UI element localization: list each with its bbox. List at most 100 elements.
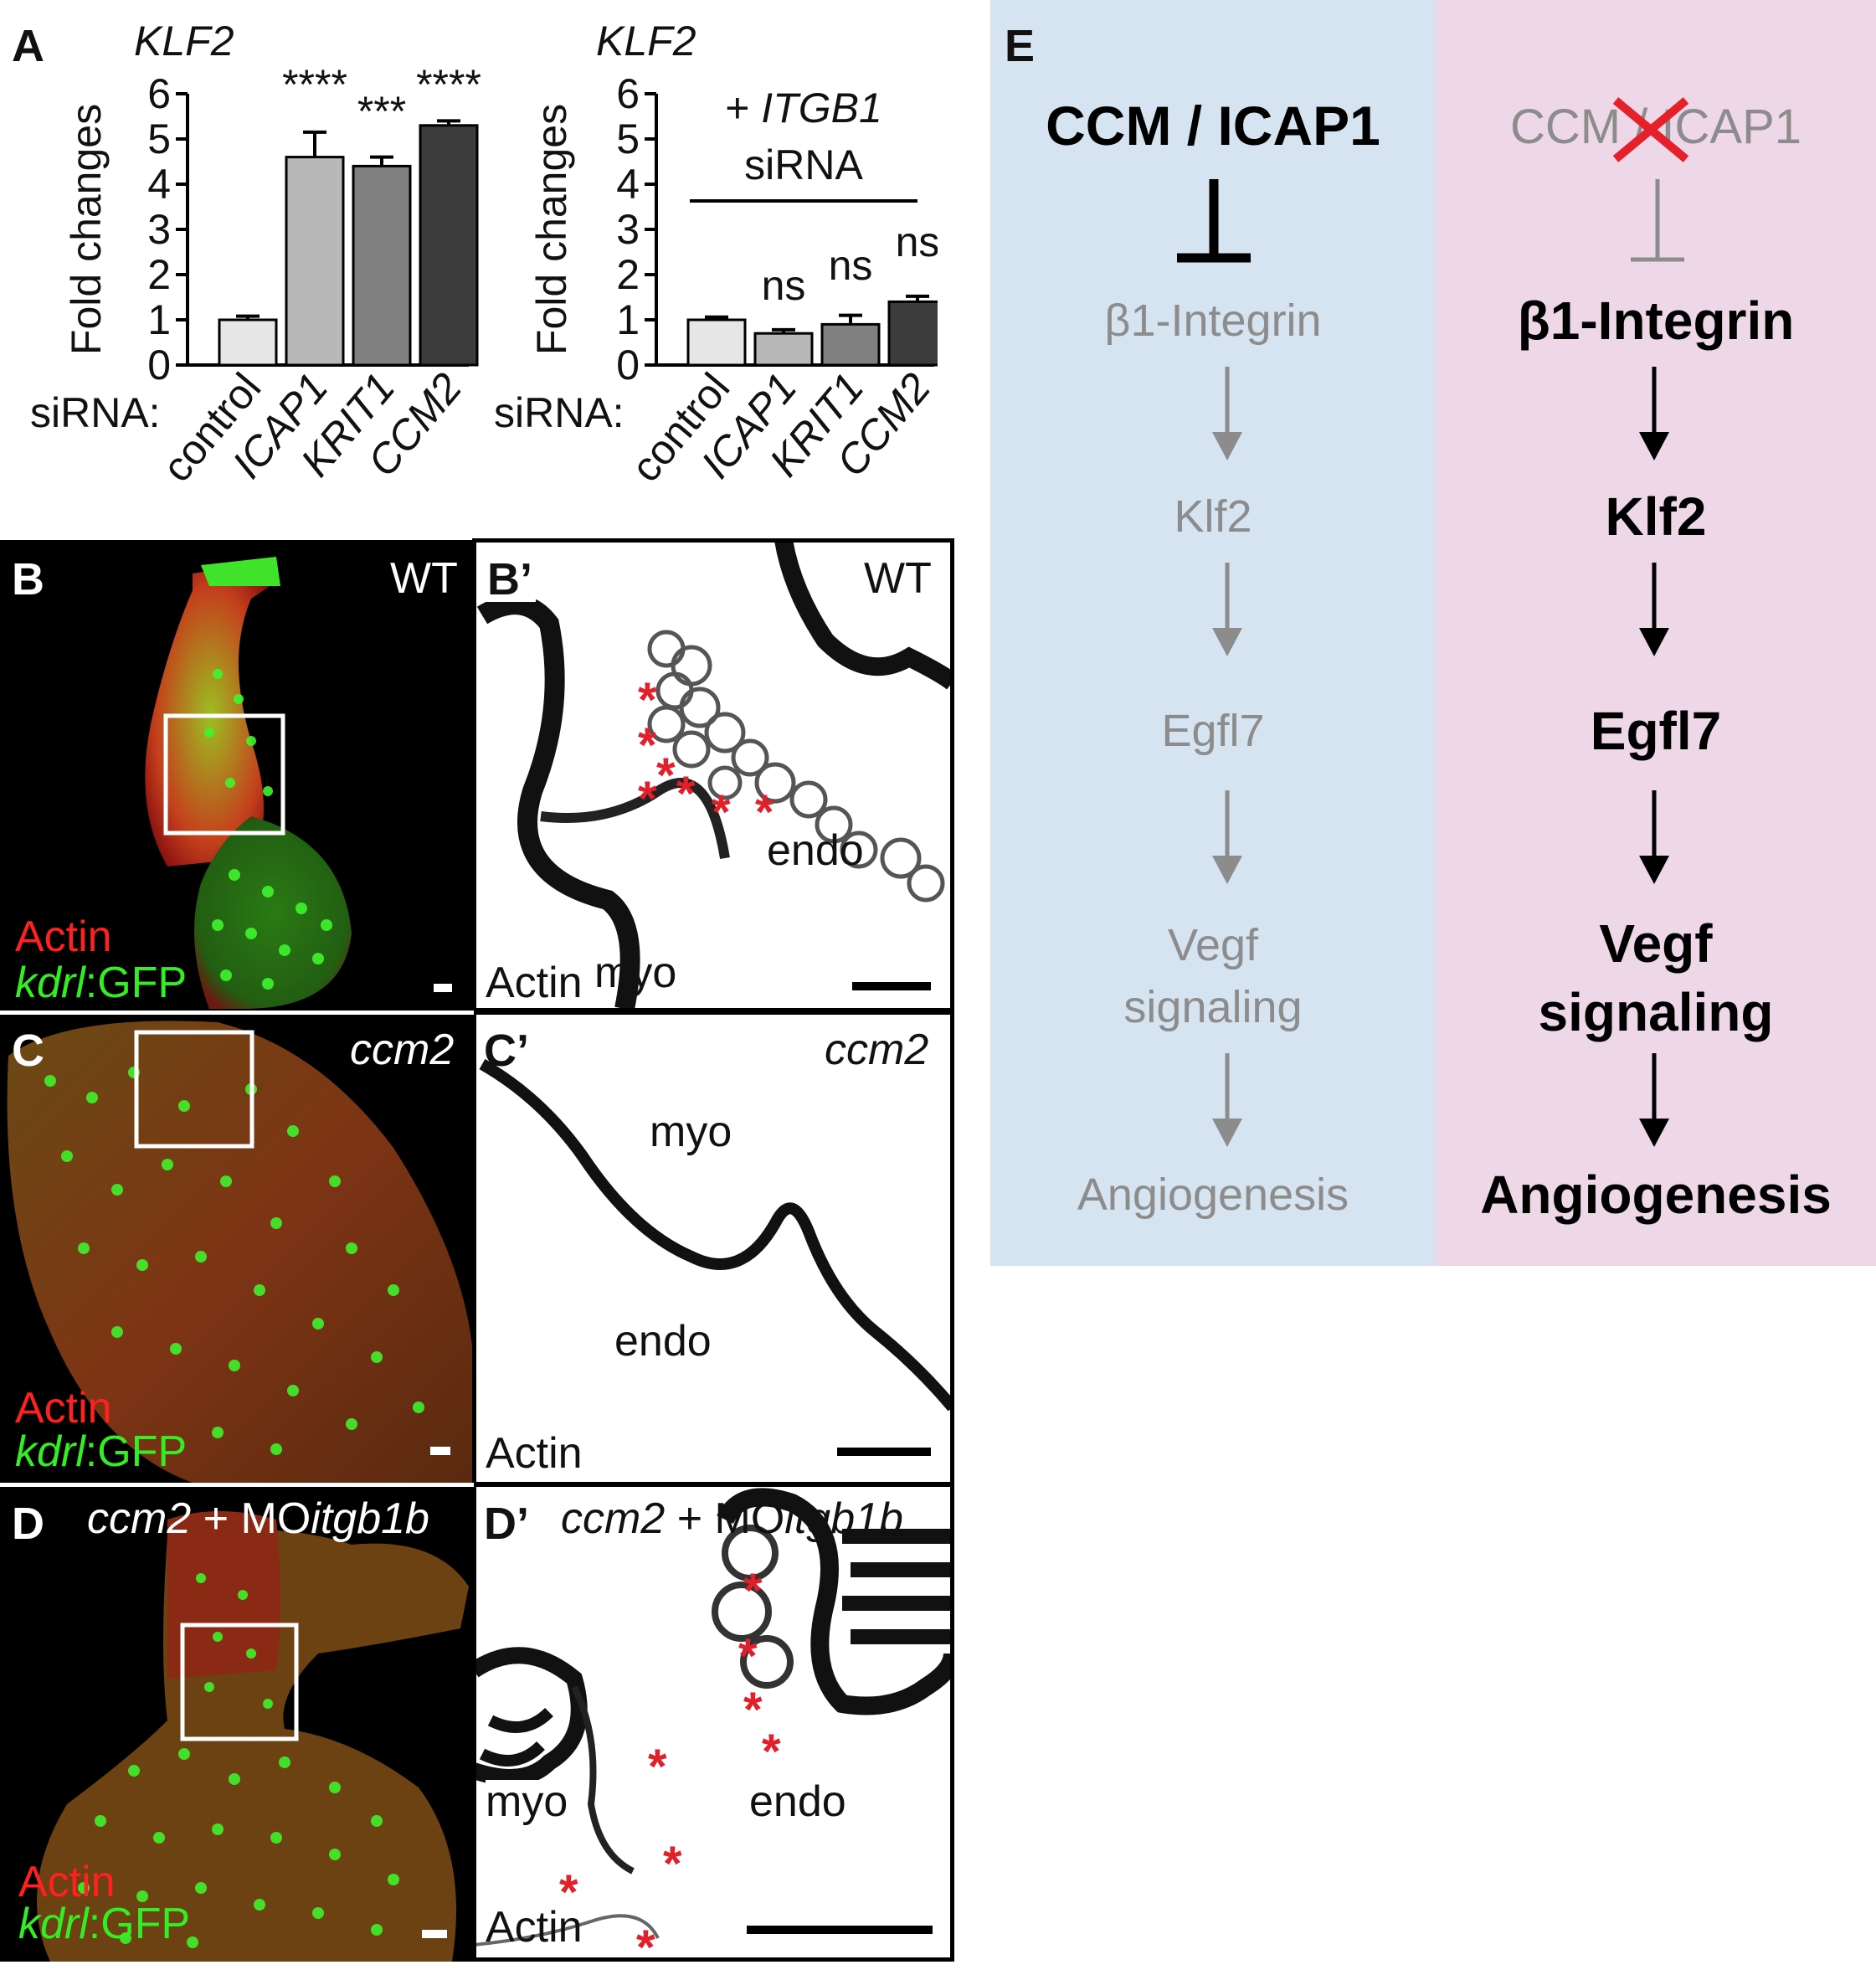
- significance-label: ns: [829, 242, 873, 289]
- panel-d-image: [0, 1486, 474, 1962]
- significance-label: ****: [282, 61, 347, 108]
- arrow-down-icon: [1639, 563, 1669, 656]
- annotation-label: + ITGB1: [725, 85, 882, 131]
- divider-line: [0, 1011, 474, 1015]
- signaling-node: signaling: [1538, 982, 1774, 1042]
- arrow-down-icon: [1639, 790, 1669, 884]
- y-tick-label: 4: [616, 161, 640, 208]
- heart-ccm2-mo-illustration: [37, 1511, 469, 1962]
- actin-ccm2-mo-illustration: [474, 1488, 953, 1947]
- endo-label: endo: [767, 826, 864, 875]
- asterisk-marker: *: [638, 673, 657, 728]
- panel-b-image: [0, 540, 474, 1011]
- signaling-node: signaling: [1123, 982, 1303, 1032]
- egfl7-node: Egfl7: [1161, 706, 1265, 756]
- asterisk-marker: *: [755, 785, 774, 840]
- klf2-node: Klf2: [1605, 486, 1707, 547]
- arrow-down-icon: [1212, 367, 1242, 460]
- bar: [419, 124, 479, 367]
- angiogenesis-node: Angiogenesis: [1480, 1165, 1832, 1225]
- asterisk-marker: *: [743, 1683, 763, 1737]
- heart-ccm2-illustration: [7, 1021, 474, 1483]
- arrow-down-icon: [1639, 1053, 1669, 1147]
- actin-wt-illustration: [476, 540, 953, 1011]
- bar: [820, 322, 881, 367]
- arrow-down-icon: [1212, 563, 1242, 656]
- stain-actin-label: Actin: [15, 913, 112, 961]
- chart-title: KLF2: [134, 18, 234, 64]
- vegf-node: Vegf: [1599, 913, 1713, 974]
- y-tick-label: 5: [147, 116, 171, 162]
- y-tick-label: 3: [616, 206, 640, 253]
- actin-label: Actin: [486, 1903, 583, 1952]
- significance-label: ns: [762, 262, 806, 309]
- significance-label: ***: [357, 88, 406, 135]
- arrow-down-icon: [1212, 790, 1242, 884]
- stain-gfp-label: kdrl:GFP: [15, 1427, 188, 1476]
- asterisk-marker: *: [663, 1837, 682, 1891]
- panel-label-b2: B’: [484, 557, 536, 602]
- condition-label: ccm2: [825, 1026, 929, 1074]
- myo-label: myo: [650, 1108, 732, 1156]
- scale-bar: [837, 1448, 931, 1456]
- endo-label: endo: [749, 1777, 846, 1826]
- bar: [686, 318, 747, 367]
- y-tick-label: 0: [147, 342, 171, 388]
- arrow-down-icon: [1212, 1053, 1242, 1147]
- y-tick-label: 2: [616, 251, 640, 298]
- myo-label: myo: [486, 1777, 568, 1826]
- stain-actin-label: Actin: [15, 1384, 112, 1432]
- stain-gfp-label: kdrl:GFP: [15, 959, 188, 1007]
- panel-d2-frame: [472, 1483, 954, 1962]
- stain-actin-label: Actin: [18, 1858, 116, 1906]
- y-tick-label: 6: [147, 70, 171, 117]
- annotation-label: siRNA: [744, 141, 863, 188]
- y-tick-label: 2: [147, 251, 171, 298]
- klf2-node: Klf2: [1174, 491, 1252, 542]
- y-tick-label: 5: [616, 116, 640, 162]
- vegf-node: Vegf: [1167, 920, 1259, 970]
- y-tick-label: 1: [147, 296, 171, 343]
- divider-line: [0, 1483, 474, 1487]
- panel-label-c2: C’: [484, 1026, 529, 1076]
- y-tick-label: 6: [616, 70, 640, 117]
- asterisk-marker: *: [743, 1564, 763, 1618]
- scale-bar: [852, 982, 931, 990]
- panel-label-e: E: [1005, 21, 1036, 71]
- asterisk-marker: *: [638, 772, 657, 826]
- bar: [352, 164, 412, 367]
- angiogenesis-node: Angiogenesis: [1077, 1170, 1349, 1220]
- panel-c2-image: [474, 1014, 953, 1483]
- bar: [753, 332, 814, 367]
- bar: [285, 156, 345, 367]
- ccm-icap1-node: CCM / ICAP1: [1046, 95, 1380, 157]
- asterisk-marker: *: [676, 767, 696, 821]
- significance-label: ****: [416, 61, 481, 108]
- panel-b2-image: [474, 540, 953, 1011]
- y-tick-label: 1: [616, 296, 640, 343]
- panel-label-b: B: [12, 554, 44, 604]
- actin-ccm2-illustration: [479, 1058, 953, 1412]
- asterisk-marker: *: [656, 748, 676, 803]
- egfl7-node: Egfl7: [1590, 701, 1722, 761]
- endo-label: endo: [614, 1317, 712, 1366]
- actin-label: Actin: [486, 959, 583, 1007]
- scale-bar: [747, 1926, 933, 1934]
- condition-label: WT: [864, 554, 932, 603]
- cross-icon: [1612, 97, 1689, 162]
- condition-label: ccm2 + MOitgb1b: [87, 1494, 429, 1543]
- significance-label: ns: [896, 219, 938, 265]
- y-tick-label: 4: [147, 161, 171, 208]
- asterisk-marker: *: [712, 785, 731, 840]
- y-axis-label: Fold changes: [63, 104, 110, 355]
- panel-c2-frame: [472, 1011, 954, 1486]
- asterisk-marker: *: [559, 1865, 578, 1920]
- chart-title: KLF2: [596, 18, 696, 64]
- heart-wt-illustration: [145, 557, 452, 1009]
- x-axis-prefix: siRNA:: [30, 389, 161, 436]
- asterisk-marker: *: [648, 1740, 667, 1794]
- bar: [887, 300, 938, 367]
- panel-b2-frame: [472, 538, 954, 1012]
